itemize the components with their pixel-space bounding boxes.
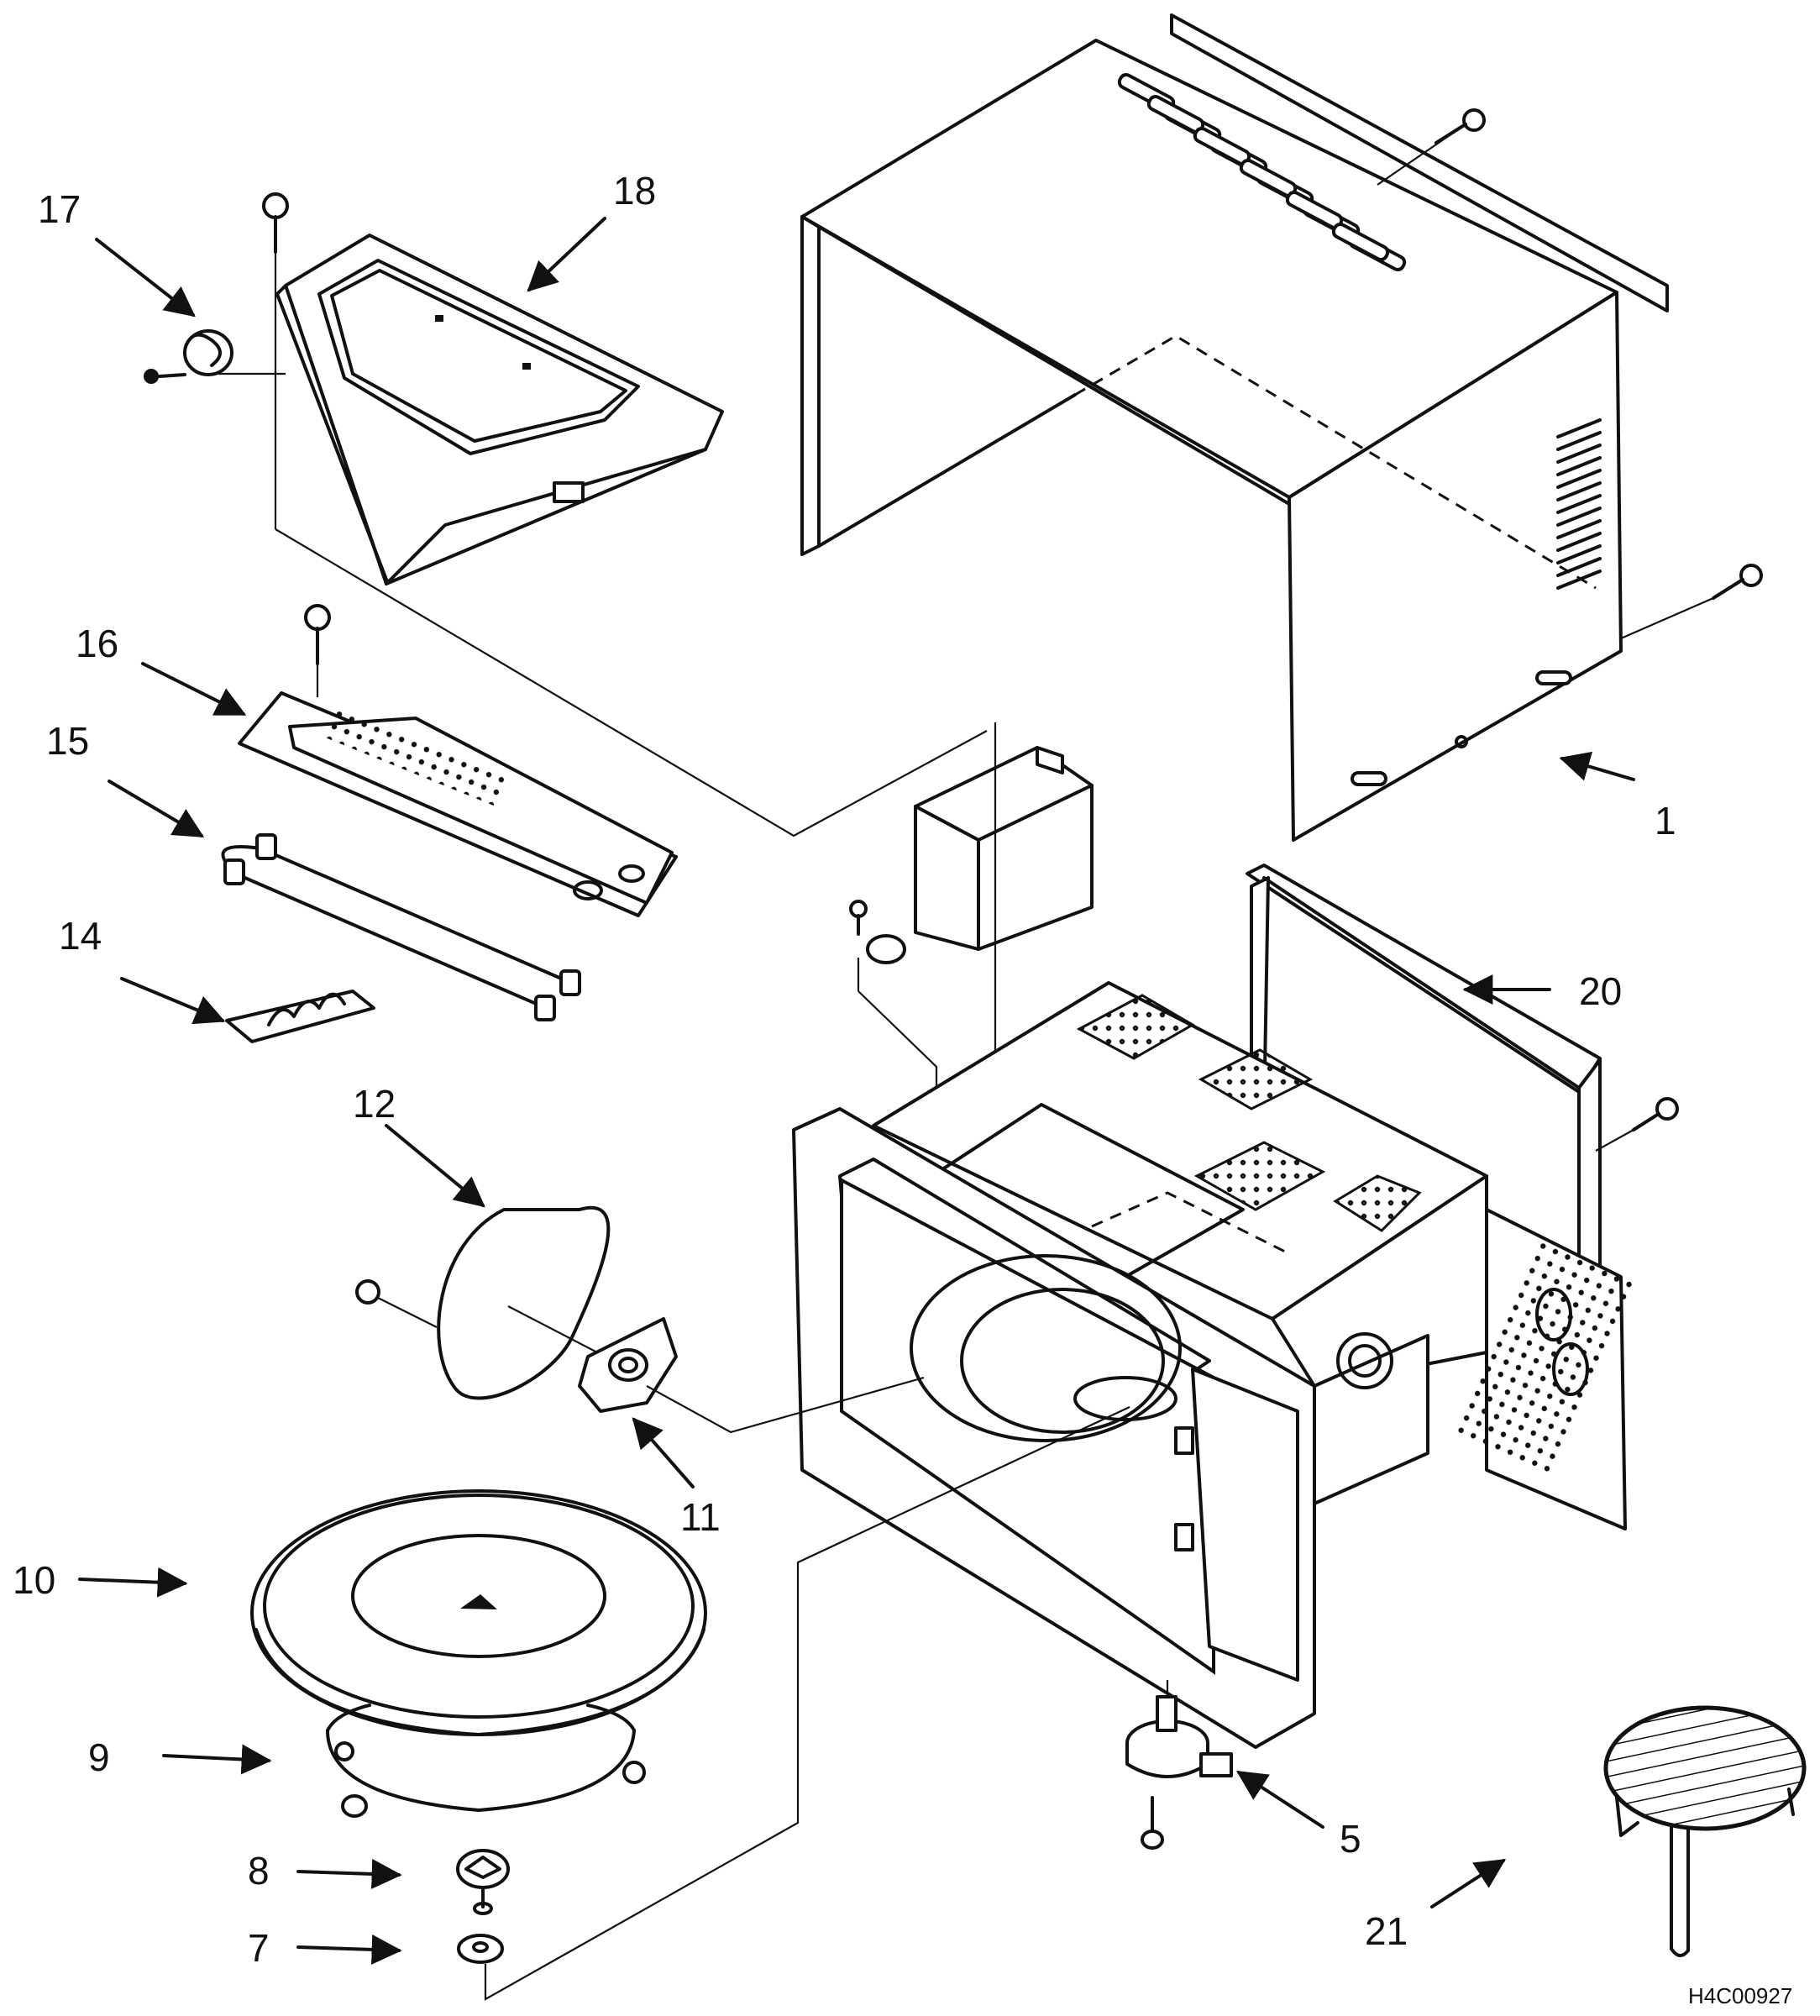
roller-ring xyxy=(326,1704,646,1818)
callout-21: 21 xyxy=(1365,1909,1408,1953)
quartz-heater xyxy=(221,833,581,1021)
callout-8: 8 xyxy=(248,1849,270,1893)
shaft-seal xyxy=(457,1406,1130,2001)
callout-18: 18 xyxy=(613,169,656,213)
waveguide-cover xyxy=(355,1205,622,1400)
document-id: H4C00927 xyxy=(1688,1983,1792,2008)
turntable-coupler xyxy=(456,1849,510,1915)
callout-10: 10 xyxy=(13,1558,55,1602)
callout-16: 16 xyxy=(76,622,118,665)
top-vent-slots xyxy=(1117,72,1407,272)
callout-12: 12 xyxy=(353,1082,396,1126)
motor-screw xyxy=(1141,1796,1164,1850)
thermostat xyxy=(144,329,286,384)
cabinet-screw-top xyxy=(1377,108,1486,186)
callout-7: 7 xyxy=(248,1926,270,1970)
waveguide-bracket xyxy=(914,722,1094,1084)
cover-screw xyxy=(355,1279,438,1328)
assembly-guide-line-a xyxy=(275,528,988,837)
callout-arrows xyxy=(78,217,1635,1965)
stirrer-bracket xyxy=(578,1317,925,1434)
grill-rack xyxy=(1603,1705,1807,1957)
callout-11: 11 xyxy=(680,1495,721,1539)
side-louvres xyxy=(1556,418,1602,590)
callout-9: 9 xyxy=(88,1735,110,1779)
callout-20: 20 xyxy=(1579,969,1622,1013)
reflector-screw xyxy=(304,604,331,697)
cavity-chassis xyxy=(792,981,1679,1749)
callout-14: 14 xyxy=(59,914,102,958)
outer-cabinet xyxy=(800,13,1763,842)
callout-5: 5 xyxy=(1340,1817,1361,1861)
callout-15: 15 xyxy=(46,719,89,763)
duct-cover xyxy=(262,192,724,585)
heater-reflector xyxy=(238,604,678,917)
duct-cover-screw xyxy=(262,192,289,529)
turntable-motor xyxy=(1125,1680,1233,1850)
glass-tray xyxy=(250,1489,707,1736)
chassis-screw xyxy=(1595,1097,1679,1152)
cabinet-screw-side xyxy=(1620,564,1763,640)
callout-17: 17 xyxy=(38,187,81,231)
heater-clamp xyxy=(225,990,375,1043)
callout-1: 1 xyxy=(1655,799,1676,843)
